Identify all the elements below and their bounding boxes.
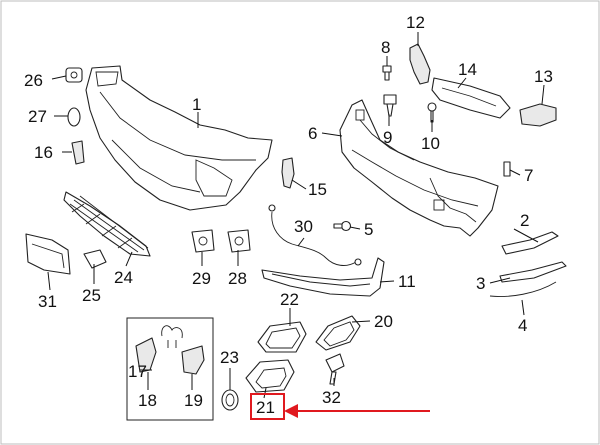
callout-labels: 1 2 3 4 5 6 7 8 9 10 11 12 13 14 15 16 1… <box>24 13 553 417</box>
callout-5[interactable]: 5 <box>364 220 373 239</box>
callout-27[interactable]: 27 <box>28 107 47 126</box>
callout-13[interactable]: 13 <box>534 67 553 86</box>
callout-20[interactable]: 20 <box>374 312 393 331</box>
part-17-harness[interactable] <box>161 325 183 348</box>
callout-8[interactable]: 8 <box>381 38 390 57</box>
part-27-cap[interactable] <box>67 107 81 127</box>
highlight-box <box>250 393 285 420</box>
part-31-license-plate-bracket[interactable] <box>25 233 71 275</box>
part-25-bracket[interactable] <box>83 249 107 269</box>
highlight-arrow-icon <box>284 404 298 418</box>
part-2-guide[interactable] <box>501 231 559 255</box>
callout-14[interactable]: 14 <box>458 60 477 79</box>
part-32-fog-lamp[interactable] <box>325 353 345 385</box>
part-13-side-bracket[interactable] <box>519 103 557 127</box>
callout-9[interactable]: 9 <box>383 128 392 147</box>
part-18-bracket[interactable] <box>135 337 157 373</box>
part-12-bracket[interactable] <box>409 43 431 85</box>
callout-30[interactable]: 30 <box>294 217 313 236</box>
part-15-bracket[interactable] <box>281 157 295 189</box>
callout-1[interactable]: 1 <box>192 95 201 114</box>
inset-17-group <box>126 317 214 421</box>
callout-11[interactable]: 11 <box>398 272 416 291</box>
part-7-stud[interactable] <box>503 161 511 177</box>
part-10-push-clip[interactable] <box>427 102 437 123</box>
callout-31[interactable]: 31 <box>38 292 57 311</box>
part-29-cover[interactable] <box>191 229 215 253</box>
callout-26[interactable]: 26 <box>24 71 43 90</box>
callout-22[interactable]: 22 <box>280 290 299 309</box>
part-1-bumper-cover[interactable] <box>85 65 273 211</box>
callout-24[interactable]: 24 <box>114 268 133 287</box>
callout-4[interactable]: 4 <box>518 316 527 335</box>
part-28-cover[interactable] <box>227 229 251 253</box>
part-9-retainer[interactable] <box>383 94 397 117</box>
part-4-trim-strip[interactable] <box>489 281 557 297</box>
leader-lines <box>47 32 545 399</box>
callout-17[interactable]: 17 <box>128 362 147 381</box>
callout-21-highlight <box>250 393 430 420</box>
part-20-grille[interactable] <box>315 315 361 351</box>
part-16-clip[interactable] <box>71 140 85 165</box>
part-24-lower-grille[interactable] <box>63 191 151 257</box>
callout-25[interactable]: 25 <box>82 286 101 305</box>
callout-18[interactable]: 18 <box>138 391 157 410</box>
part-23-ring[interactable] <box>221 389 239 411</box>
callout-6[interactable]: 6 <box>308 124 317 143</box>
callout-10[interactable]: 10 <box>421 134 440 153</box>
callout-3[interactable]: 3 <box>476 274 485 293</box>
callout-2[interactable]: 2 <box>520 211 529 230</box>
part-5-bolt[interactable] <box>333 220 352 232</box>
callout-29[interactable]: 29 <box>192 269 211 288</box>
part-11-lower-spoiler[interactable] <box>261 257 385 297</box>
callout-16[interactable]: 16 <box>34 143 53 162</box>
callout-21[interactable]: 21 <box>256 398 275 417</box>
inset-frame <box>126 317 214 421</box>
callout-19[interactable]: 19 <box>184 391 203 410</box>
part-19-bracket[interactable] <box>181 345 205 375</box>
part-3-guide[interactable] <box>499 261 567 283</box>
callout-7[interactable]: 7 <box>524 166 533 185</box>
callout-12[interactable]: 12 <box>406 13 425 32</box>
part-21-fog-lamp-bezel[interactable] <box>245 359 295 393</box>
part-8-clip[interactable] <box>382 65 392 81</box>
callout-15[interactable]: 15 <box>308 180 327 199</box>
callout-28[interactable]: 28 <box>228 269 247 288</box>
part-14-upper-bracket[interactable] <box>431 77 511 119</box>
callout-23[interactable]: 23 <box>220 348 239 367</box>
part-22-grille[interactable] <box>257 321 307 353</box>
callout-32[interactable]: 32 <box>322 388 341 407</box>
part-26-sensor[interactable] <box>65 67 83 83</box>
part-6-bumper-carrier[interactable] <box>339 99 499 237</box>
part-30-wiring-harness[interactable] <box>268 204 362 266</box>
